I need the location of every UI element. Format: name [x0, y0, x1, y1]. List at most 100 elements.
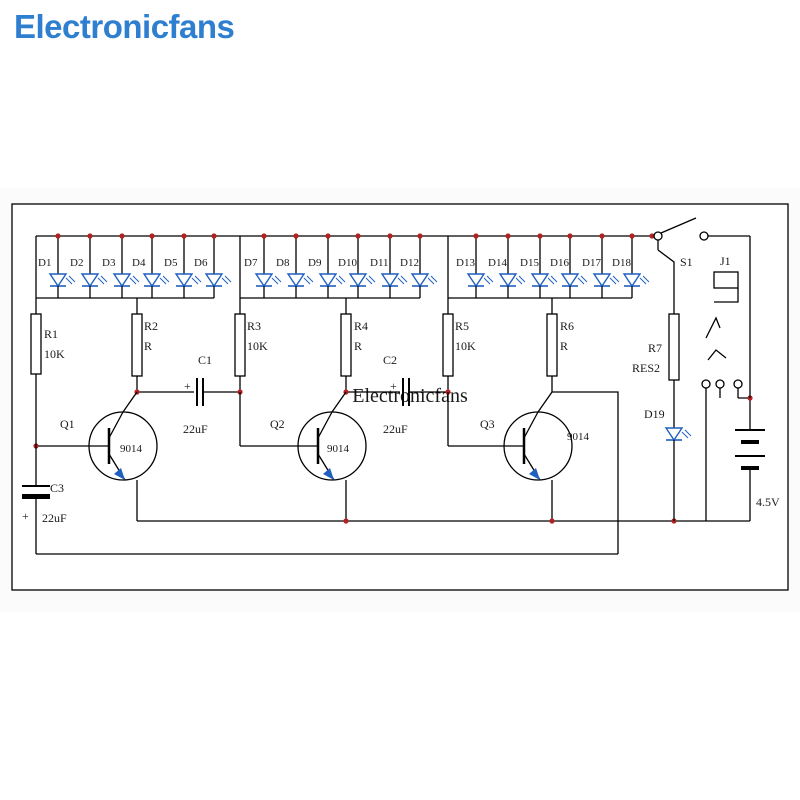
resistor-label: R6 — [560, 319, 574, 333]
jack-tip — [707, 349, 727, 361]
light-ray — [129, 277, 137, 285]
jack-label: J1 — [720, 254, 731, 268]
transistor-label: Q2 — [270, 417, 285, 431]
jack-j1 — [705, 271, 739, 361]
led-label: D2 — [70, 257, 83, 269]
diode-triangle — [286, 273, 306, 288]
junction-dot — [119, 233, 125, 239]
light-ray — [303, 277, 311, 285]
junction-dot — [325, 233, 331, 239]
light-ray — [159, 277, 167, 285]
diode-triangle — [664, 427, 684, 442]
resistor-r7-body — [668, 313, 680, 381]
light-ray — [400, 275, 408, 283]
light-ray — [577, 277, 585, 285]
led-label: D18 — [612, 257, 631, 269]
light-ray — [642, 275, 650, 283]
junction-dot — [55, 233, 61, 239]
light-ray — [65, 277, 73, 285]
diode-triangle — [318, 273, 338, 288]
transistor-collector — [317, 411, 333, 439]
resistor-label: R2 — [144, 319, 158, 333]
light-ray — [483, 277, 491, 285]
capacitor-value: 22uF — [383, 422, 408, 436]
led-label: D16 — [550, 257, 569, 269]
capacitor-label: C3 — [50, 481, 64, 495]
cap-plus: + — [184, 379, 191, 393]
light-ray — [132, 275, 140, 283]
diode-triangle — [410, 273, 430, 288]
cap-plate-negative — [22, 494, 50, 499]
switch-lever — [660, 217, 697, 234]
light-ray — [162, 275, 170, 283]
transistor-model: 9014 — [327, 443, 350, 455]
transistor-label: Q1 — [60, 417, 75, 431]
wire — [122, 391, 138, 413]
junction-dot — [549, 518, 555, 524]
jack-terminal — [701, 379, 711, 389]
transistor-label: Q3 — [480, 417, 495, 431]
diode-triangle — [142, 273, 162, 288]
resistor-value: 10K — [247, 339, 268, 353]
light-ray — [580, 275, 588, 283]
jack-sleeve — [714, 288, 739, 303]
light-ray — [430, 275, 438, 283]
led-label: D19 — [644, 407, 665, 421]
capacitor-value: 22uF — [42, 511, 67, 525]
battery-label: 4.5V — [756, 495, 780, 509]
led-label: D11 — [370, 257, 389, 269]
resistor-value: R — [144, 339, 152, 353]
light-ray — [547, 277, 555, 285]
light-ray — [684, 429, 692, 437]
junction-dot — [417, 233, 423, 239]
junction-dot — [87, 233, 93, 239]
light-ray — [335, 277, 343, 285]
junction-dot — [537, 233, 543, 239]
resistor-r3-body — [234, 313, 246, 377]
diode-triangle — [466, 273, 486, 288]
diode-triangle — [80, 273, 100, 288]
junction-dot — [261, 233, 267, 239]
light-ray — [681, 431, 689, 439]
led-label: D15 — [520, 257, 539, 269]
light-ray — [397, 277, 405, 285]
led-label: D13 — [456, 257, 475, 269]
junction-dot — [567, 233, 573, 239]
light-ray — [639, 277, 647, 285]
junction-dot — [343, 518, 349, 524]
junction-dot — [293, 233, 299, 239]
led-label: D9 — [308, 257, 322, 269]
diode-triangle — [380, 273, 400, 288]
resistor-value: R — [560, 339, 568, 353]
wire — [657, 249, 675, 298]
cap-plus: + — [22, 509, 29, 523]
light-ray — [486, 275, 494, 283]
junction-dot — [387, 233, 393, 239]
light-ray — [274, 275, 282, 283]
junction-dot — [181, 233, 187, 239]
junction-dot — [599, 233, 605, 239]
led-label: D14 — [488, 257, 507, 269]
resistor-label: R7 — [648, 341, 662, 355]
wire — [331, 391, 347, 413]
junction-dot — [505, 233, 511, 239]
diode-triangle — [174, 273, 194, 288]
resistor-r4-body — [340, 313, 352, 377]
emitter-arrow — [529, 468, 540, 480]
emitter-arrow — [323, 468, 334, 480]
emitter-arrow — [114, 468, 125, 480]
junction-dot — [355, 233, 361, 239]
bottom-band — [0, 612, 800, 800]
diode-triangle — [112, 273, 132, 288]
junction-dot — [211, 233, 217, 239]
transistor-collector — [108, 411, 124, 439]
capacitor-label: C1 — [198, 353, 212, 367]
diode-triangle — [560, 273, 580, 288]
resistor-label: R5 — [455, 319, 469, 333]
light-ray — [194, 275, 202, 283]
junction-dot — [649, 233, 655, 239]
diode-triangle — [498, 273, 518, 288]
resistor-value: 10K — [455, 339, 476, 353]
jack-spring — [705, 316, 721, 339]
